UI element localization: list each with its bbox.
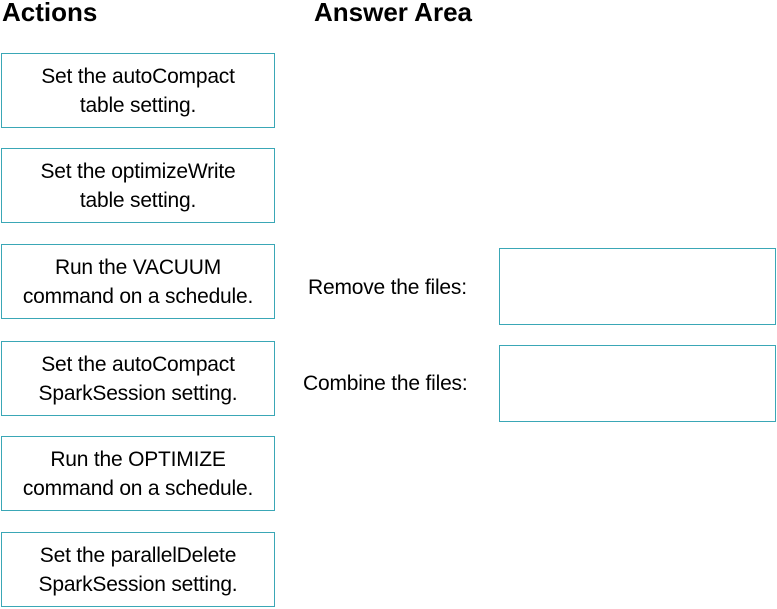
action-card-label: Set the optimizeWrite table setting. xyxy=(40,159,236,212)
remove-files-drop-target[interactable] xyxy=(499,248,776,325)
action-card-set-autocompact-sparksession[interactable]: Set the autoCompact SparkSession setting… xyxy=(1,341,275,416)
combine-files-drop-target[interactable] xyxy=(499,345,776,422)
action-card-run-vacuum[interactable]: Run the VACUUM command on a schedule. xyxy=(1,244,275,319)
actions-heading: Actions xyxy=(2,0,98,27)
answer-area-heading: Answer Area xyxy=(314,0,472,27)
action-card-set-paralleldelete-sparksession[interactable]: Set the parallelDelete SparkSession sett… xyxy=(1,532,275,607)
action-card-set-autocompact-table[interactable]: Set the autoCompact table setting. xyxy=(1,53,275,128)
action-card-run-optimize[interactable]: Run the OPTIMIZE command on a schedule. xyxy=(1,436,275,511)
action-card-label: Run the VACUUM command on a schedule. xyxy=(22,255,254,308)
action-card-set-optimizewrite-table[interactable]: Set the optimizeWrite table setting. xyxy=(1,148,275,223)
action-card-label: Run the OPTIMIZE command on a schedule. xyxy=(22,447,254,500)
combine-files-label: Combine the files: xyxy=(303,372,468,395)
remove-files-label: Remove the files: xyxy=(308,276,467,299)
action-card-label: Set the parallelDelete SparkSession sett… xyxy=(38,543,238,596)
action-card-label: Set the autoCompact SparkSession setting… xyxy=(38,352,238,405)
action-card-label: Set the autoCompact table setting. xyxy=(41,64,235,117)
